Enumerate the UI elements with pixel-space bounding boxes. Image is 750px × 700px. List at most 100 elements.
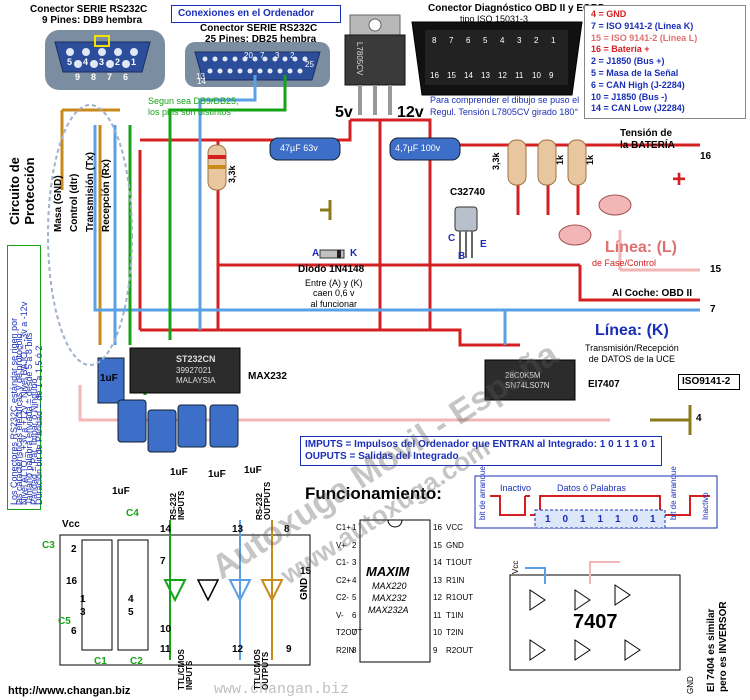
max-line2: MAX232 (372, 593, 407, 603)
max-pin-right-num: 11 (433, 610, 442, 620)
transistor-label: C32740 (450, 187, 486, 198)
db9-pin: 4 (83, 57, 89, 67)
db9-pin: 9 (75, 72, 81, 82)
url-changan: http://www.changan.biz (8, 685, 131, 697)
note-regulator-2: Regul. Tensión L7805CV girado 180° (430, 107, 579, 117)
obd-pin: 9 (549, 71, 554, 80)
obd-pin: 16 (430, 71, 439, 80)
max-pin-left-num: 3 (352, 558, 357, 567)
transistor-e: E (480, 239, 487, 250)
resistor-1k-b (567, 139, 587, 186)
obd-pin: 5 (483, 36, 488, 45)
timing-bit-arranque-2: bit de arranque (669, 466, 678, 520)
obd-pin: 12 (498, 71, 507, 80)
chip-7407-vcc: Vcc (511, 560, 520, 574)
iso-box: ISO9141-2 (678, 374, 740, 390)
obd-subtitle: tipo ISO 15031-3 (460, 14, 529, 24)
db9-subtitle: 9 Pines: DB9 hembra (42, 15, 143, 26)
db9-connector (45, 30, 165, 90)
circuito-proteccion: Circuito de Protección (7, 157, 37, 225)
cap2-label: 4,7µF 100v (395, 143, 441, 153)
max-pin-right-label: GND (446, 540, 464, 550)
max-pin-right-num: 15 (433, 540, 442, 550)
led-bottom (558, 224, 592, 246)
obd-pin: 8 (432, 36, 437, 45)
schem-pin-number: 5 (128, 607, 134, 618)
res2-label: 3,3k (491, 152, 501, 170)
diode-k: K (350, 248, 358, 259)
schem-16: 16 (66, 576, 78, 587)
al-coche: Al Coche: OBD II (612, 288, 693, 299)
schem-pin-number: 7 (160, 556, 166, 567)
max-pin-right-num: 9 (433, 645, 438, 655)
schem-pin-number: 8 (284, 524, 290, 535)
schem-ttl-inputs: TTL/CMOS INPUTS (177, 649, 194, 690)
iso-box-label: ISO9141-2 (682, 376, 731, 387)
url-faded: www.changan.biz (214, 681, 350, 698)
db25-pin: 2 (290, 51, 295, 60)
obd-pin: 2 (534, 36, 539, 45)
max-pin-left-label: C1- (336, 558, 349, 567)
plus-sign: + (672, 166, 687, 193)
res1-label: 3,3k (227, 165, 237, 183)
db25-pin: 3 (275, 51, 280, 60)
ei7407-line1: 28C0K5M (505, 371, 541, 380)
timing-bit: 1 (580, 514, 586, 525)
legend-item: 16 = Batería + (591, 44, 650, 55)
schem-pin-number: 1 (80, 594, 86, 605)
schem-pin-number: 11 (160, 644, 171, 655)
chip-7407 (509, 561, 681, 671)
header-box: Conexiones en el Ordenador (171, 5, 341, 23)
max-line3: MAX232A (368, 605, 409, 615)
max-pin-right-num: 12 (433, 593, 442, 602)
ei7407-chip (484, 359, 576, 401)
obd-pin: 10 (532, 71, 541, 80)
transistor-c: C (448, 233, 456, 244)
schem-pin-number: 14 (160, 524, 172, 535)
timing-diagram (474, 475, 718, 529)
cap-label-4: 1uF (208, 469, 226, 480)
resistor-3-3k-left (207, 144, 227, 191)
obd-pin: 13 (481, 71, 490, 80)
max-pin-right-num: 13 (433, 575, 442, 585)
note-db-pins: Segun sea DB9/DB25, los pins son distint… (148, 96, 239, 118)
db9-pin: 3 (99, 57, 105, 67)
max-pin-right-num: 14 (433, 558, 442, 567)
schem-pin-number: 13 (232, 524, 244, 535)
max-pin-left-num: 7 (352, 628, 357, 637)
max-pin-right-label: T1IN (446, 610, 464, 620)
linea-k-sub: Transmisión/Recepción de DATOS de la UCE (585, 343, 679, 364)
schem-pin-number: 3 (80, 607, 86, 618)
timing-bit-arranque: bit de arranque (478, 466, 487, 520)
label-transmision: Transmisión (Tx) (85, 151, 96, 232)
linea-k: Línea: (K) (595, 322, 669, 339)
db9-title: Conector SERIE RS232C (30, 4, 148, 15)
voltage-regulator (344, 14, 406, 115)
ei7407-label: EI7407 (588, 379, 620, 390)
obd-pin: 1 (551, 36, 556, 45)
db25-connector (185, 42, 330, 87)
schem-c4: C4 (126, 508, 139, 519)
led-top (598, 194, 632, 216)
db9-pin: 5 (67, 57, 73, 67)
note-regulator-1: Para comprender el dibujo se puso el (430, 95, 580, 105)
pin-7: 7 (710, 304, 716, 315)
resistor-1k-a (537, 139, 557, 186)
schem-pin-number: 9 (286, 644, 292, 655)
max-pin-left-num: 6 (352, 610, 357, 620)
timing-bit: 1 (597, 514, 604, 525)
max-pin-left-num: 8 (352, 645, 357, 655)
pin-16: 16 (700, 151, 712, 162)
timing-bit: 0 (562, 514, 569, 525)
label-recepcion: Recepción (Rx) (101, 159, 112, 232)
obd-pin: 14 (464, 71, 473, 80)
imputs-line: IMPUTS = Impulsos del Ordenador que ENTR… (305, 439, 656, 450)
tension-bateria: Tensión de la BATERÍA (620, 128, 675, 151)
schem-vcc: Vcc (62, 519, 80, 530)
max-line1: MAX220 (372, 581, 407, 591)
funcionamiento: Funcionamiento: (305, 484, 442, 503)
diode-title: Diodo 1N4148 (298, 264, 365, 275)
schem-pin-number: 2 (71, 544, 77, 555)
legend-item: 2 = J1850 (Bus +) (591, 56, 665, 67)
